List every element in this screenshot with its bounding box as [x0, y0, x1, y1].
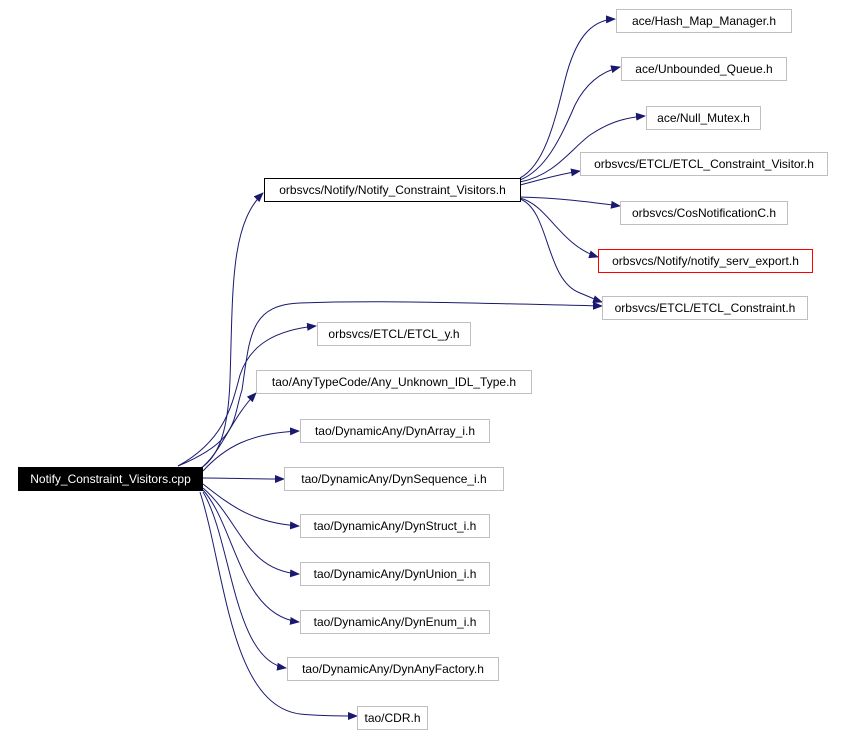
edge-root-to-dynunion: [202, 487, 300, 578]
edge-root-to-dynenum: [202, 489, 300, 625]
edge-root-to-dynstruct: [202, 483, 300, 530]
edge-visitors-to-etcl-constraint: [519, 198, 603, 303]
node-dynsequence-i-h[interactable]: tao/DynamicAny/DynSequence_i.h: [284, 467, 504, 491]
node-dynarray-i-h[interactable]: tao/DynamicAny/DynArray_i.h: [300, 419, 490, 443]
edge-visitors-to-etcl-visitor: [519, 168, 581, 186]
node-cdr-h[interactable]: tao/CDR.h: [357, 706, 428, 730]
node-dynunion-i-h[interactable]: tao/DynamicAny/DynUnion_i.h: [300, 562, 490, 586]
edge-visitors-to-unbounded-queue: [519, 65, 621, 181]
node-dynstruct-i-h[interactable]: tao/DynamicAny/DynStruct_i.h: [300, 514, 490, 538]
node-unbounded-queue-h[interactable]: ace/Unbounded_Queue.h: [621, 57, 787, 81]
edge-visitors-to-hash-map: [519, 15, 616, 179]
edge-visitors-to-null-mutex: [519, 112, 646, 183]
edge-root-to-dynanyfactory: [202, 491, 287, 671]
edge-root-to-etcl-y: [177, 322, 317, 467]
node-etcl-y-h[interactable]: orbsvcs/ETCL/ETCL_y.h: [317, 322, 471, 346]
node-etcl-constraint-h[interactable]: orbsvcs/ETCL/ETCL_Constraint.h: [602, 296, 808, 320]
node-notify-constraint-visitors-h[interactable]: orbsvcs/Notify/Notify_Constraint_Visitor…: [264, 178, 521, 202]
edge-root-to-cdr: [199, 491, 358, 720]
edge-visitors-to-cosnotif: [519, 196, 621, 209]
node-etcl-constraint-visitor-h[interactable]: orbsvcs/ETCL/ETCL_Constraint_Visitor.h: [580, 152, 828, 176]
node-dynenum-i-h[interactable]: tao/DynamicAny/DynEnum_i.h: [300, 610, 490, 634]
node-notify-serv-export-h[interactable]: orbsvcs/Notify/notify_serv_export.h: [598, 249, 813, 273]
edge-root-to-any-unknown: [199, 392, 257, 470]
node-dynanyfactory-h[interactable]: tao/DynamicAny/DynAnyFactory.h: [287, 657, 499, 681]
node-any-unknown-idl-type-h[interactable]: tao/AnyTypeCode/Any_Unknown_IDL_Type.h: [256, 370, 532, 394]
node-hash-map-manager-h[interactable]: ace/Hash_Map_Manager.h: [616, 9, 792, 33]
edge-root-to-dynarray: [202, 427, 300, 472]
edge-visitors-to-notify-export: [519, 197, 599, 259]
node-root-file[interactable]: Notify_Constraint_Visitors.cpp: [18, 467, 203, 491]
node-null-mutex-h[interactable]: ace/Null_Mutex.h: [646, 106, 761, 130]
node-cosnotificationc-h[interactable]: orbsvcs/CosNotificationC.h: [620, 201, 788, 225]
edge-root-to-etcl-constraint: [177, 301, 603, 467]
edge-root-to-dynsequence: [202, 474, 285, 483]
